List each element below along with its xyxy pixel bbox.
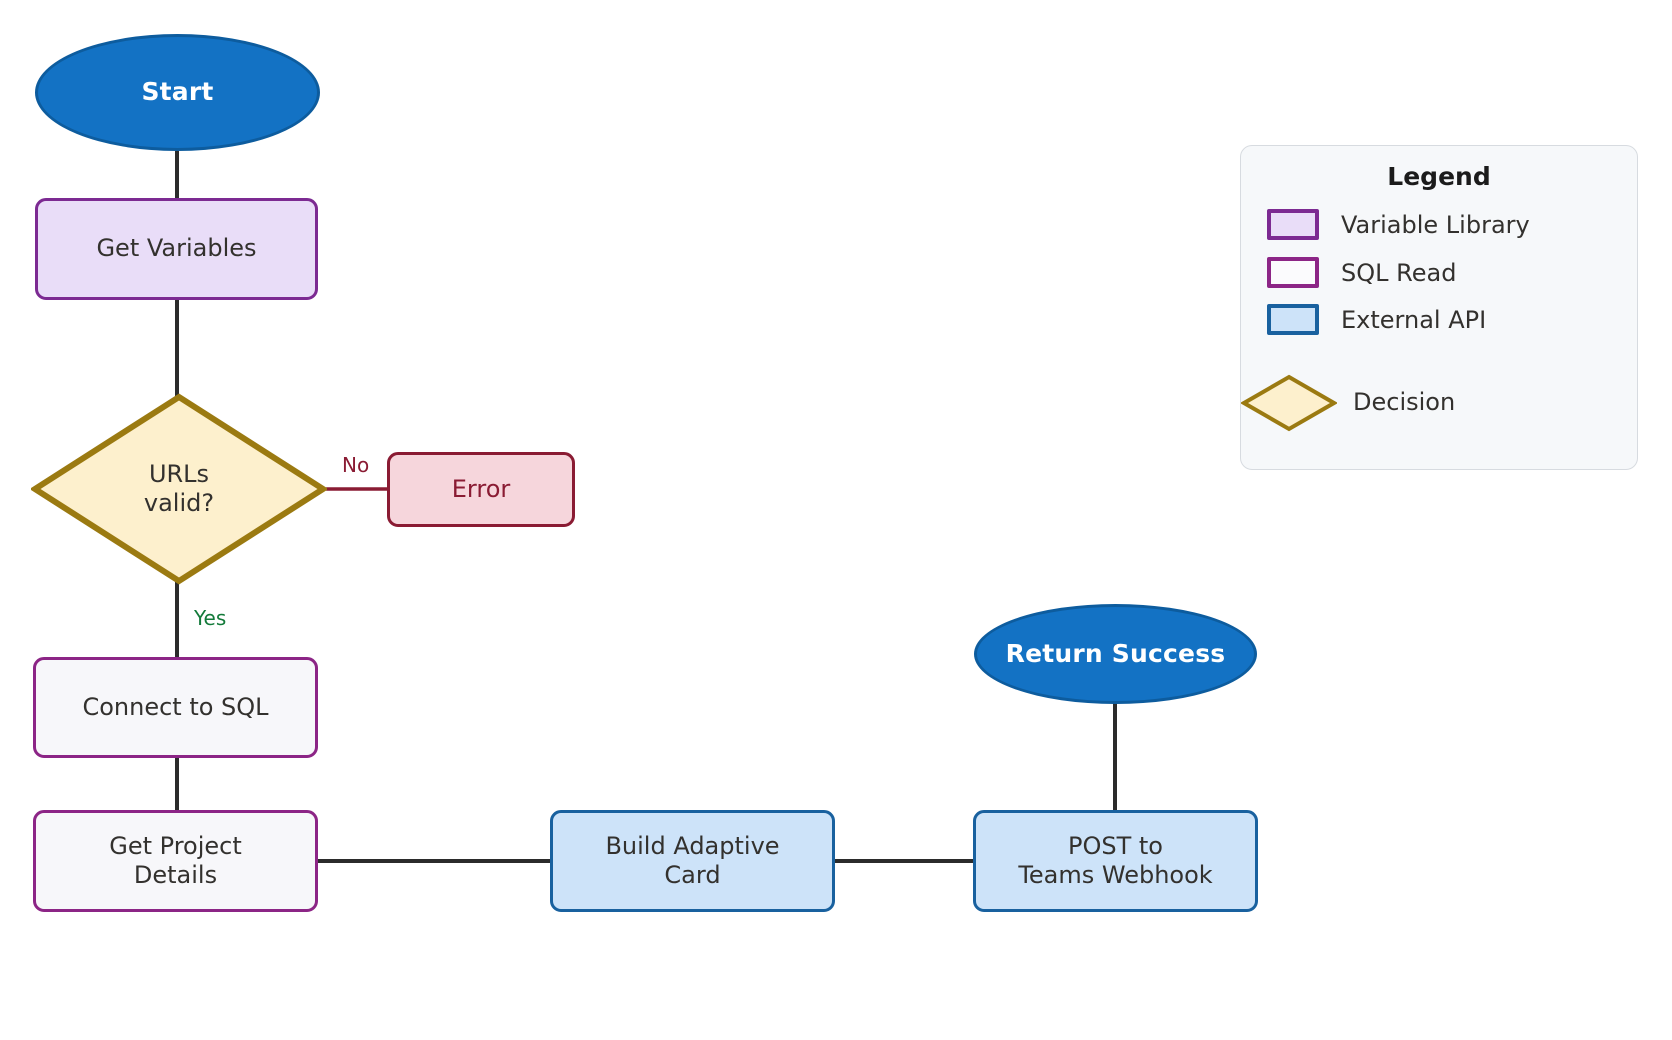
node-get-variables-label: Get Variables [96,234,257,263]
legend-item-decision: Decision [1240,374,1455,436]
legend-label-sql-read: SQL Read [1341,258,1457,287]
legend-panel: Legend Variable Library SQL Read Externa… [1240,145,1638,470]
node-build-adaptive-card-label: Build Adaptive Card [605,831,780,889]
legend-label-decision: Decision [1353,388,1456,416]
node-start-label: Start [141,77,214,107]
legend-swatch-decision [1240,374,1338,432]
node-return-success[interactable]: Return Success [974,604,1257,704]
node-build-adaptive-card[interactable]: Build Adaptive Card [550,810,835,912]
node-urls-valid[interactable]: URLs valid? [29,393,329,585]
node-get-project-details[interactable]: Get Project Details [33,810,318,912]
node-post-to-teams-webhook-label: POST to Teams Webhook [1018,831,1213,889]
node-urls-valid-label: URLs valid? [143,459,215,517]
node-get-project-details-label: Get Project Details [109,831,242,889]
legend-label-external-api: External API [1341,305,1487,334]
legend-swatch-variable-library [1267,209,1319,240]
edge-label-no: No [342,453,370,477]
legend-swatch-external-api [1267,304,1319,335]
node-connect-to-sql-label: Connect to SQL [82,692,269,721]
node-get-variables[interactable]: Get Variables [35,198,318,300]
node-error[interactable]: Error [387,452,575,527]
legend-label-variable-library: Variable Library [1341,210,1530,239]
node-connect-to-sql[interactable]: Connect to SQL [33,657,318,758]
legend-item-sql-read: SQL Read [1267,257,1456,288]
node-post-to-teams-webhook[interactable]: POST to Teams Webhook [973,810,1258,912]
legend-title: Legend [1387,162,1491,191]
legend-item-variable-library: Variable Library [1267,209,1530,240]
legend-swatch-sql-read [1267,257,1319,288]
node-return-success-label: Return Success [1005,638,1226,668]
diamond-shape [29,393,329,585]
node-start[interactable]: Start [35,34,320,151]
node-error-label: Error [451,474,511,503]
legend-item-external-api: External API [1267,304,1486,335]
edge-label-yes: Yes [194,606,227,630]
